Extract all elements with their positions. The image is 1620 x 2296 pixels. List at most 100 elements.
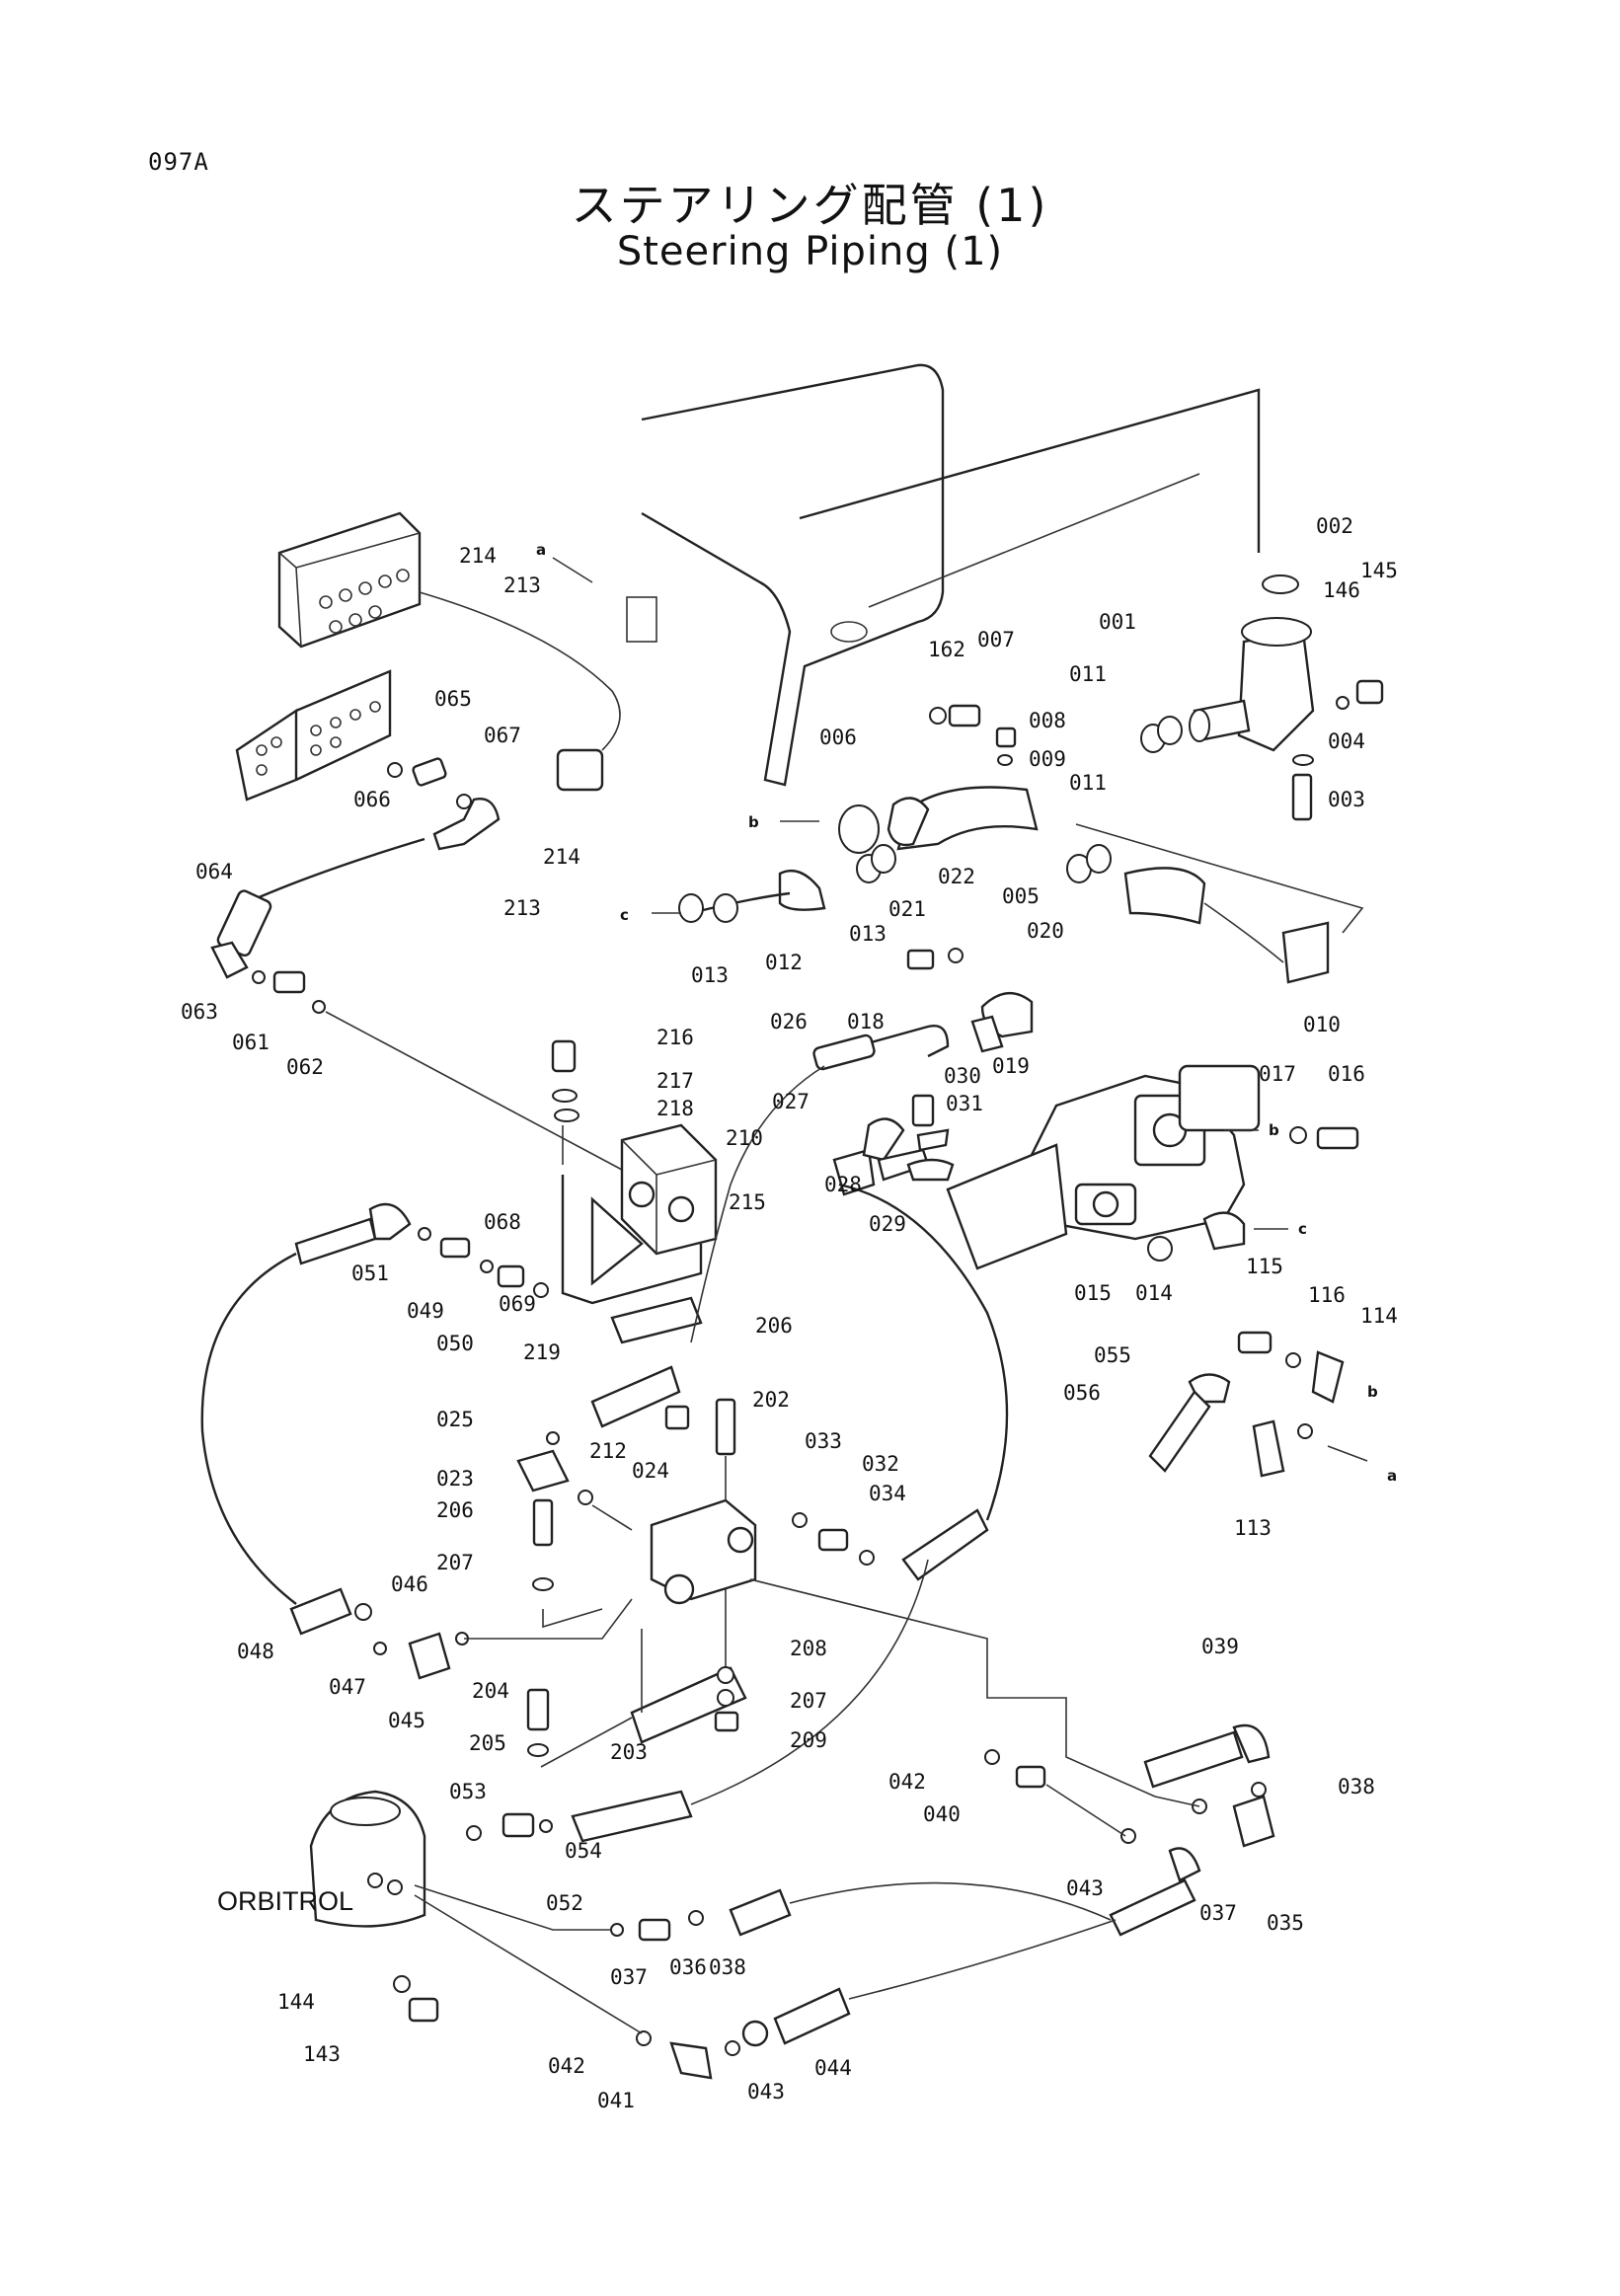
- bolt-216: [551, 1039, 577, 1073]
- part-number-label: 115: [1246, 1255, 1283, 1278]
- washer-207b: [717, 1689, 734, 1707]
- hose-051: [294, 1217, 377, 1265]
- elbow-035: [1232, 1795, 1275, 1848]
- elbow-fitting: [432, 798, 501, 851]
- pilot-line: [325, 1011, 623, 1171]
- orbitrol-port-1: [367, 1873, 383, 1888]
- part-number-label: 038: [1338, 1775, 1375, 1799]
- oring-034: [859, 1550, 875, 1566]
- part-number-label: 013: [849, 922, 887, 946]
- part-number-label: 027: [772, 1090, 810, 1113]
- part-number-label: 064: [195, 860, 233, 883]
- pump-lower-port: [1092, 1190, 1119, 1218]
- reference-letter-b: b: [748, 813, 759, 831]
- valve-210-edges: [621, 1139, 717, 1254]
- part-number-label: 030: [944, 1064, 981, 1088]
- flange-014: [1202, 1211, 1246, 1251]
- part-number-label: 042: [548, 2054, 585, 2078]
- bolt-030: [911, 1094, 935, 1127]
- hose-038: [729, 1888, 792, 1937]
- part-number-label: 069: [499, 1292, 536, 1316]
- hose-026: [812, 1033, 876, 1071]
- part-number-label: 214: [543, 845, 580, 869]
- hose-adapter-026: [590, 1365, 681, 1428]
- part-number-label: 021: [888, 897, 926, 921]
- part-number-label: 013: [691, 963, 729, 987]
- part-number-label: 016: [1328, 1062, 1365, 1086]
- part-number-label: 215: [729, 1190, 766, 1214]
- part-number-label: 003: [1328, 788, 1365, 811]
- bracket-plate-219: [561, 1175, 703, 1305]
- part-number-label: 019: [992, 1054, 1030, 1078]
- part-number-label: 144: [277, 1990, 315, 2014]
- part-number-label: 046: [391, 1572, 428, 1596]
- oring-043a: [1120, 1828, 1136, 1844]
- hose-051-line: [200, 1252, 297, 1605]
- part-number-label: 020: [1027, 919, 1064, 943]
- washer-217: [552, 1089, 578, 1103]
- part-number-label: 009: [1029, 747, 1066, 771]
- oring-054: [539, 1819, 553, 1833]
- part-number-label: 023: [436, 1467, 474, 1491]
- part-number-label: 038: [709, 1955, 746, 1979]
- part-number-label: 024: [632, 1459, 669, 1483]
- part-number-label: 048: [237, 1640, 274, 1663]
- plug-143: [408, 1997, 439, 2023]
- part-number-label: 162: [928, 638, 965, 661]
- oring-066: [387, 762, 403, 778]
- hose-048: [289, 1587, 352, 1636]
- part-number-label: 216: [656, 1026, 694, 1049]
- washer-162: [929, 707, 947, 725]
- drawing-geometry: [200, 363, 1384, 2080]
- hose-026-line: [690, 1065, 825, 1343]
- reference-letter-c: c: [1298, 1220, 1307, 1238]
- bolt-003: [1291, 773, 1313, 821]
- page-code: 097A: [148, 148, 209, 176]
- hose-010-line: [1203, 902, 1284, 963]
- part-number-label: 202: [752, 1388, 790, 1412]
- washer-022: [948, 948, 964, 963]
- part-number-label: 031: [946, 1092, 983, 1115]
- part-number-label: 044: [814, 2056, 852, 2080]
- part-number-label: 041: [597, 2089, 635, 2112]
- washer-116: [1285, 1352, 1301, 1368]
- line-040: [1045, 1784, 1126, 1837]
- part-number-label: 017: [1259, 1062, 1296, 1086]
- reference-letter-b: b: [1269, 1121, 1279, 1139]
- part-number-label: 053: [449, 1780, 487, 1803]
- part-number-label: 116: [1308, 1283, 1346, 1307]
- elbow-039: [1232, 1723, 1271, 1764]
- part-number-label: 214: [459, 544, 497, 568]
- hose-027: [832, 1148, 876, 1196]
- hose-044-line: [848, 1919, 1117, 2000]
- washer-205: [527, 1743, 549, 1757]
- oring-061: [252, 970, 266, 984]
- part-number-label: 022: [938, 865, 975, 888]
- part-number-label: 217: [656, 1069, 694, 1093]
- part-number-label: 207: [790, 1689, 827, 1713]
- part-number-label: 114: [1360, 1304, 1398, 1328]
- part-number-label: 206: [436, 1498, 474, 1522]
- flange-031: [916, 1128, 950, 1152]
- bolt-204-line: [540, 1717, 633, 1768]
- part-number-label: 029: [869, 1212, 906, 1236]
- part-number-label: 113: [1234, 1516, 1272, 1540]
- hose-044: [773, 1987, 851, 2045]
- part-number-label: 206: [755, 1314, 793, 1338]
- bracket-215: [590, 1196, 644, 1286]
- bolt-206-left-line: [542, 1608, 603, 1629]
- block-hose: [419, 591, 621, 751]
- part-number-label: 002: [1316, 514, 1353, 538]
- flange-001: [1241, 617, 1312, 647]
- oring-043b: [725, 2040, 740, 2056]
- part-number-label: 218: [656, 1097, 694, 1120]
- oring-047: [373, 1642, 387, 1655]
- oring-144: [393, 1975, 411, 1993]
- manifold-plate-2: [295, 669, 392, 782]
- upper-left-block-ports: [319, 569, 410, 634]
- oring-009: [997, 754, 1013, 766]
- oring-038b: [688, 1910, 704, 1926]
